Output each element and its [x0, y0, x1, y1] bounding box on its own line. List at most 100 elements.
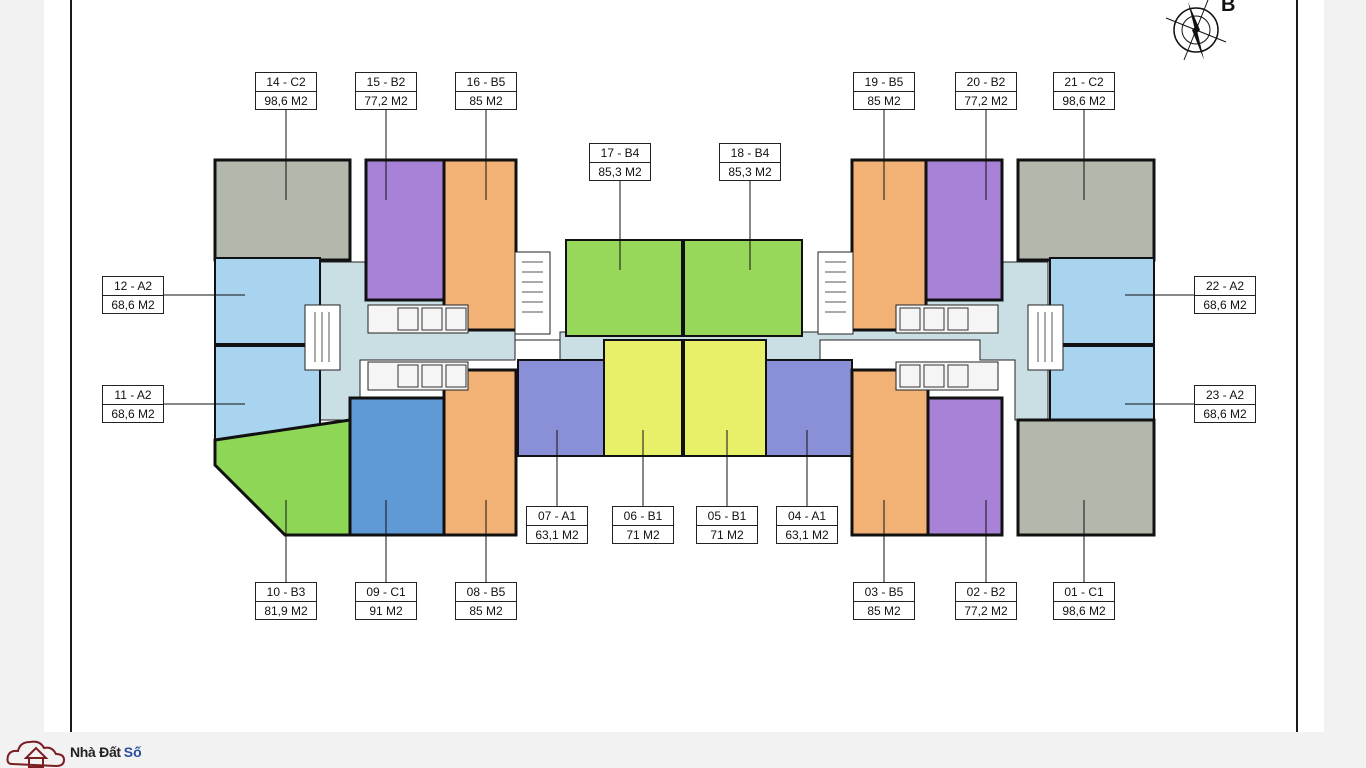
stair-core-right: [1027, 304, 1064, 371]
unit-label-04: 04 - A1 63,1 M2: [776, 506, 838, 544]
unit-code: 04 - A1: [777, 507, 837, 526]
unit-label-20: 20 - B2 77,2 M2: [955, 72, 1017, 110]
unit-label-01: 01 - C1 98,6 M2: [1053, 582, 1115, 620]
unit-block-09: [348, 396, 446, 537]
logo-text-main: Nhà Đất: [70, 744, 121, 760]
unit-code: 07 - A1: [527, 507, 587, 526]
unit-area: 81,9 M2: [264, 604, 308, 618]
unit-area: 85 M2: [867, 94, 901, 108]
unit-label-14: 14 - C2 98,6 M2: [255, 72, 317, 110]
unit-code: 05 - B1: [697, 507, 757, 526]
compass-icon: [1165, 0, 1227, 61]
unit-label-17: 17 - B4 85,3 M2: [589, 143, 651, 181]
unit-code: 22 - A2: [1195, 277, 1255, 296]
unit-area: 63,1 M2: [535, 528, 579, 542]
elevator-bank-right-bottom: [895, 361, 999, 391]
unit-label-10: 10 - B3 81,9 M2: [255, 582, 317, 620]
unit-area: 77,2 M2: [964, 94, 1008, 108]
unit-area: 85 M2: [867, 604, 901, 618]
unit-block-22: [1049, 257, 1155, 345]
right-border-line: [1296, 0, 1298, 732]
stair-core-center-right: [817, 251, 854, 335]
house-cloud-icon: [6, 740, 66, 768]
unit-block-17: [565, 239, 683, 337]
unit-area: 77,2 M2: [364, 94, 408, 108]
unit-block-04: [765, 359, 853, 457]
elevator-bank-left-top: [367, 304, 469, 334]
unit-block-08: [442, 368, 518, 537]
unit-area: 68,6 M2: [1203, 407, 1247, 421]
unit-block-20: [924, 158, 1004, 302]
unit-code: 20 - B2: [956, 73, 1016, 92]
unit-code: 14 - C2: [256, 73, 316, 92]
unit-label-21: 21 - C2 98,6 M2: [1053, 72, 1115, 110]
unit-label-23: 23 - A2 68,6 M2: [1194, 385, 1256, 423]
unit-code: 17 - B4: [590, 144, 650, 163]
unit-block-21: [1016, 158, 1156, 262]
unit-area: 98,6 M2: [264, 94, 308, 108]
unit-label-12: 12 - A2 68,6 M2: [102, 276, 164, 314]
unit-area: 68,6 M2: [111, 298, 155, 312]
unit-code: 11 - A2: [103, 386, 163, 405]
unit-area: 85,3 M2: [598, 165, 642, 179]
logo-text-accent: Số: [123, 744, 142, 760]
unit-block-16: [442, 158, 518, 332]
unit-label-07: 07 - A1 63,1 M2: [526, 506, 588, 544]
unit-code: 06 - B1: [613, 507, 673, 526]
stair-core-left: [304, 304, 341, 371]
unit-area: 85 M2: [469, 94, 503, 108]
unit-block-03: [850, 368, 930, 537]
unit-code: 08 - B5: [456, 583, 516, 602]
unit-code: 01 - C1: [1054, 583, 1114, 602]
unit-code: 18 - B4: [720, 144, 780, 163]
unit-area: 68,6 M2: [1203, 298, 1247, 312]
compass-north-letter: B: [1221, 0, 1236, 16]
unit-block-14: [213, 158, 352, 262]
unit-block-10: [213, 418, 352, 537]
unit-code: 21 - C2: [1054, 73, 1114, 92]
unit-code: 10 - B3: [256, 583, 316, 602]
unit-block-07: [517, 359, 605, 457]
unit-area: 85 M2: [469, 604, 503, 618]
unit-area: 71 M2: [710, 528, 744, 542]
unit-label-19: 19 - B5 85 M2: [853, 72, 915, 110]
left-border-line: [70, 0, 72, 732]
unit-label-18: 18 - B4 85,3 M2: [719, 143, 781, 181]
unit-label-15: 15 - B2 77,2 M2: [355, 72, 417, 110]
unit-label-03: 03 - B5 85 M2: [853, 582, 915, 620]
unit-area: 98,6 M2: [1062, 604, 1106, 618]
unit-block-05: [683, 339, 767, 457]
unit-block-15: [364, 158, 446, 302]
unit-block-02: [926, 396, 1004, 537]
unit-block-01: [1016, 418, 1156, 537]
unit-block-12: [214, 257, 321, 345]
unit-code: 15 - B2: [356, 73, 416, 92]
unit-label-22: 22 - A2 68,6 M2: [1194, 276, 1256, 314]
unit-label-05: 05 - B1 71 M2: [696, 506, 758, 544]
unit-block-11: [214, 345, 321, 441]
elevator-bank-left-bottom: [367, 361, 469, 391]
stair-core-center-left: [514, 251, 551, 335]
unit-block-18: [683, 239, 803, 337]
unit-label-08: 08 - B5 85 M2: [455, 582, 517, 620]
unit-code: 23 - A2: [1195, 386, 1255, 405]
unit-code: 12 - A2: [103, 277, 163, 296]
unit-label-11: 11 - A2 68,6 M2: [102, 385, 164, 423]
unit-area: 85,3 M2: [728, 165, 772, 179]
unit-area: 98,6 M2: [1062, 94, 1106, 108]
leader-lines: [164, 110, 1194, 582]
unit-area: 68,6 M2: [111, 407, 155, 421]
unit-code: 03 - B5: [854, 583, 914, 602]
unit-area: 77,2 M2: [964, 604, 1008, 618]
site-logo[interactable]: Nhà Đất Số: [6, 736, 142, 768]
elevator-bank-right-top: [895, 304, 999, 334]
unit-area: 63,1 M2: [785, 528, 829, 542]
unit-code: 09 - C1: [356, 583, 416, 602]
unit-area: 91 M2: [369, 604, 403, 618]
unit-label-09: 09 - C1 91 M2: [355, 582, 417, 620]
unit-code: 19 - B5: [854, 73, 914, 92]
